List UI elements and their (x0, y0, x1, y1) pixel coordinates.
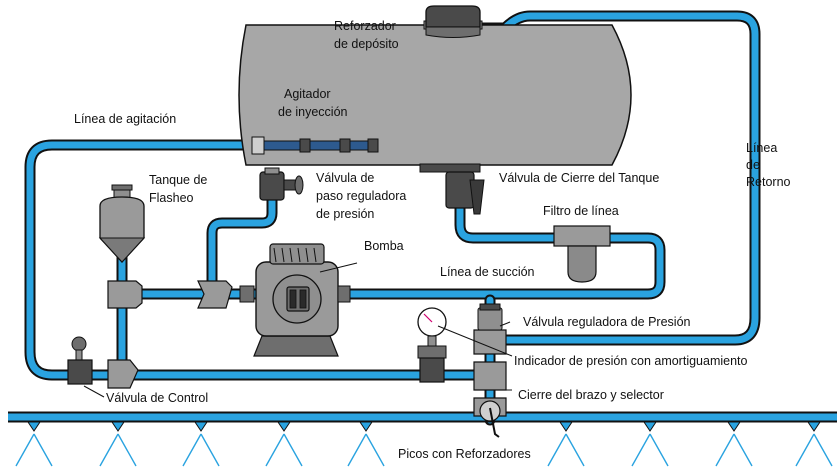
label-picos-reforzadores: Picos con Reforzadores (398, 447, 531, 461)
label-valvula-reguladora-presion: Válvula reguladora de Presión (523, 315, 691, 329)
label-linea-retorno-2: de (746, 158, 760, 172)
tank (238, 24, 632, 173)
flash-tank (98, 184, 146, 263)
labels: Reforzador de depósito Agitador de inyec… (74, 19, 791, 461)
control-valve (67, 336, 93, 385)
label-linea-retorno-3: Retorno (746, 175, 791, 189)
label-linea-retorno-1: Línea (746, 141, 777, 155)
label-reforzador-deposito-2: de depósito (334, 37, 399, 51)
label-tanque-flasheo-1: Tanque de (149, 173, 207, 187)
label-tanque-flasheo-2: Flasheo (149, 191, 194, 205)
label-valvula-cierre-tanque: Válvula de Cierre del Tanque (499, 171, 659, 185)
nozzle (27, 421, 821, 432)
boom-selector (479, 400, 501, 438)
line-filter (553, 225, 611, 283)
agitation-line (24, 139, 494, 381)
label-filtro-linea: Filtro de línea (543, 204, 619, 218)
spray-lines (15, 433, 833, 467)
label-valvula-paso-1: Válvula de (316, 171, 374, 185)
label-valvula-control: Válvula de Control (106, 391, 208, 405)
bypass-valve (259, 167, 304, 201)
pump (239, 243, 351, 357)
label-agitador-2: de inyección (278, 105, 348, 119)
label-linea-agitacion: Línea de agitación (74, 112, 176, 126)
label-cierre-brazo: Cierre del brazo y selector (518, 388, 664, 402)
label-bomba: Bomba (364, 239, 404, 253)
tank-booster (423, 5, 483, 38)
label-reforzador-deposito-1: Reforzador (334, 19, 396, 33)
pressure-regulating-valve (477, 303, 503, 331)
pressure-gauge (417, 307, 447, 383)
nozzles (15, 421, 833, 467)
label-valvula-paso-3: de presión (316, 207, 374, 221)
label-linea-succion: Línea de succión (440, 265, 535, 279)
leader-lines (83, 262, 513, 398)
label-indicador-presion: Indicador de presión con amortiguamiento (514, 354, 748, 368)
label-valvula-paso-2: paso reguladora (316, 189, 406, 203)
injection-agitator (251, 136, 379, 155)
tank-shutoff-valve (445, 171, 485, 215)
label-agitador-1: Agitador (284, 87, 331, 101)
